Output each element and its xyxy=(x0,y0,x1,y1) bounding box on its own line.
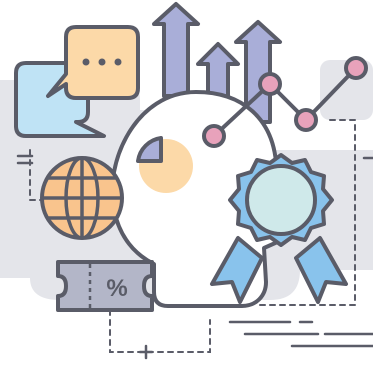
pie-chart-icon xyxy=(136,136,193,193)
award-badge-icon xyxy=(210,153,348,304)
globe-icon xyxy=(40,156,124,240)
decorative-lines xyxy=(228,320,373,348)
line-graph-icon xyxy=(202,56,368,148)
speech-bubbles-icon xyxy=(14,25,140,138)
discount-ticket-icon: % xyxy=(56,260,154,312)
connector-lines xyxy=(16,91,373,360)
discount-percent-label: % xyxy=(106,275,127,302)
